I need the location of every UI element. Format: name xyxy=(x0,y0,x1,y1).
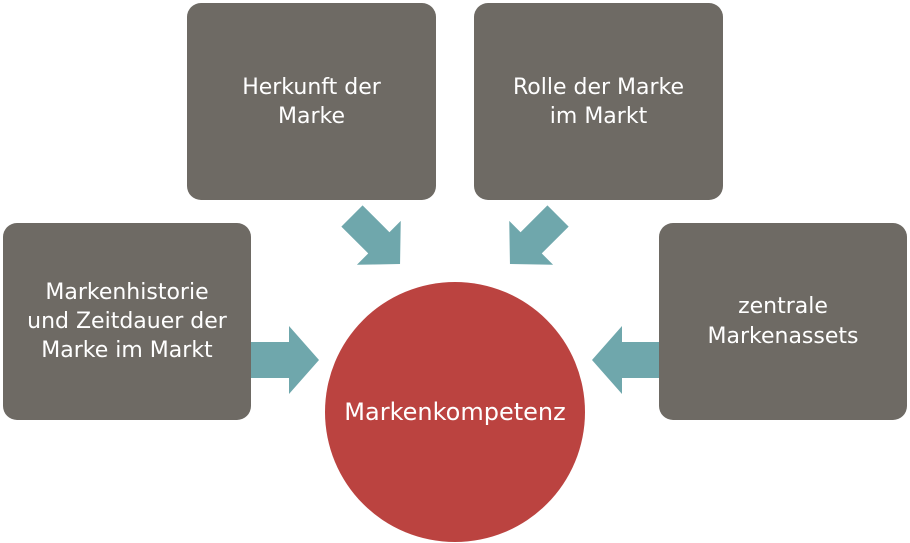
node-historie-label: Markenhistorie und Zeitdauer der Marke i… xyxy=(27,279,227,364)
node-rolle-der-marke: Rolle der Marke im Markt xyxy=(474,3,723,200)
arrow-herkunft-to-center xyxy=(341,205,401,265)
arrow-assets-to-center xyxy=(592,326,660,394)
node-herkunft-label: Herkunft der Marke xyxy=(242,75,381,130)
node-zentrale-markenassets: zentrale Markenassets xyxy=(659,223,907,420)
center-markenkompetenz: Markenkompetenz xyxy=(325,282,585,542)
node-herkunft-der-marke: Herkunft der Marke xyxy=(187,3,436,200)
center-label: Markenkompetenz xyxy=(344,398,566,426)
node-assets-label: zentrale Markenassets xyxy=(707,294,859,349)
node-markenhistorie: Markenhistorie und Zeitdauer der Marke i… xyxy=(3,223,251,420)
arrow-historie-to-center xyxy=(251,326,319,394)
arrow-rolle-to-center xyxy=(509,205,569,265)
node-rolle-label: Rolle der Marke im Markt xyxy=(512,75,685,130)
